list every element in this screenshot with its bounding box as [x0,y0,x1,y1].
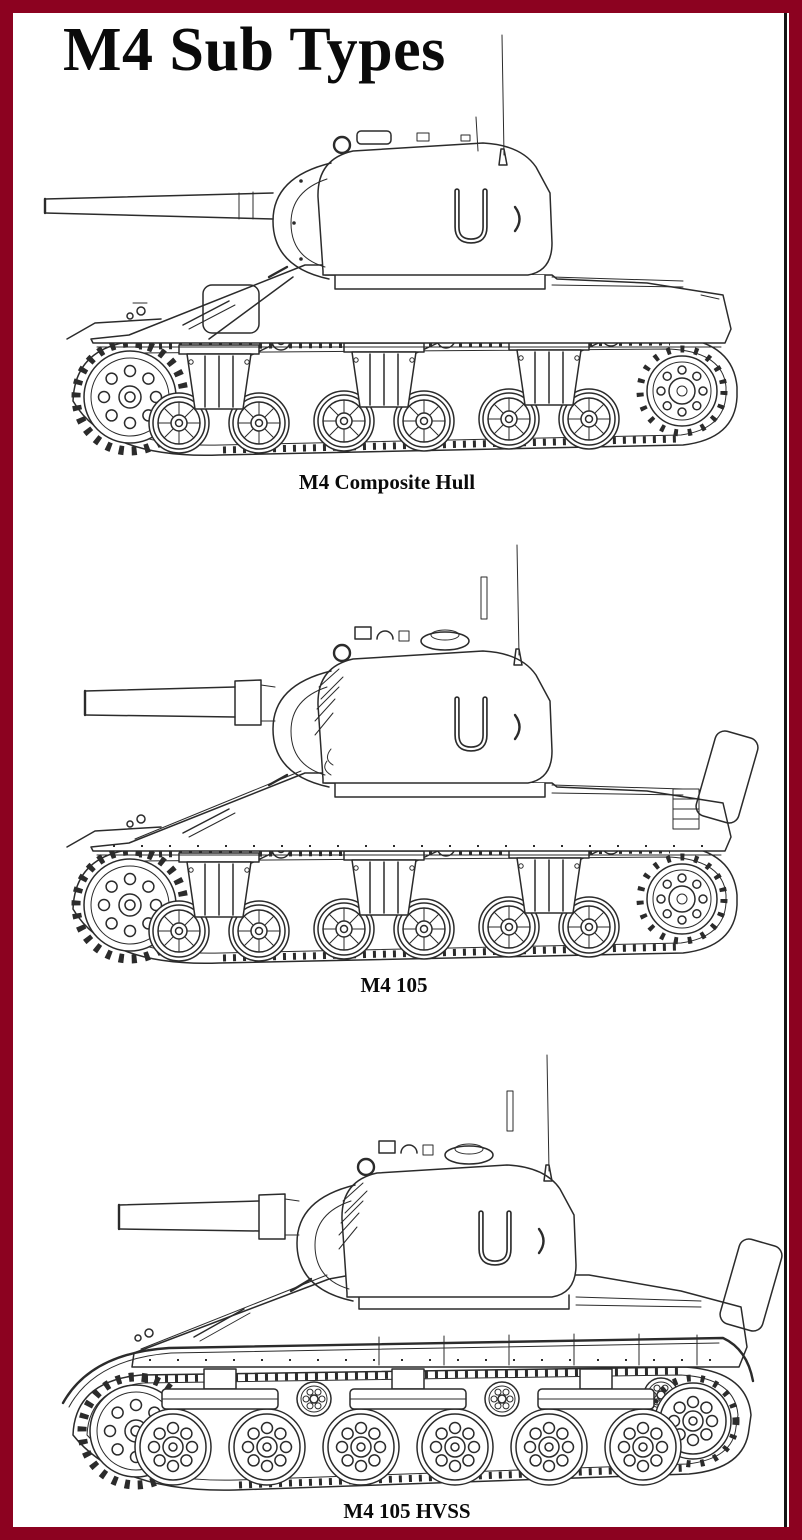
tank-drawing-m4-105-hvss [61,1054,783,1491]
turret-roof-details [356,1090,514,1177]
gun-mantlet [272,668,344,788]
turret-roof-details [332,130,471,155]
gun-mantlet [296,1182,368,1302]
scan-edge-line [784,13,787,1527]
suspension-hvss [72,1366,752,1491]
turret [117,1054,702,1310]
rear-exhaust-deflector [719,1238,783,1332]
figure-caption-m4-105-hvss: M4 105 HVSS [343,1499,471,1523]
figure-m4-105-hvss [29,1047,789,1497]
figure-caption-m4-105: M4 105 [360,973,428,997]
tank-drawing-m4-105 [66,544,759,971]
gun-barrel-105mm [117,1193,300,1240]
antenna [543,1054,553,1182]
mantlet-canvas-cover [338,1182,368,1250]
hull [66,730,759,856]
antenna [513,544,523,666]
figure-caption-m4-composite-hull: M4 Composite Hull [298,470,476,494]
turret [83,544,684,798]
page-title: M4 Sub Types [63,16,446,84]
gun-mantlet [272,162,332,280]
tank-drawing-m4-composite-hull [43,34,763,471]
figure-m4-105 [33,537,763,971]
gun-barrel-75mm [43,191,274,220]
antenna [475,34,508,166]
mantlet-canvas-cover [314,668,344,776]
turret [43,34,684,290]
gun-barrel-105mm [83,679,276,726]
turret-roof-details [332,576,488,663]
rear-exhaust-deflector [695,730,759,824]
figure-m4-composite-hull [33,29,763,471]
hull [66,264,732,348]
